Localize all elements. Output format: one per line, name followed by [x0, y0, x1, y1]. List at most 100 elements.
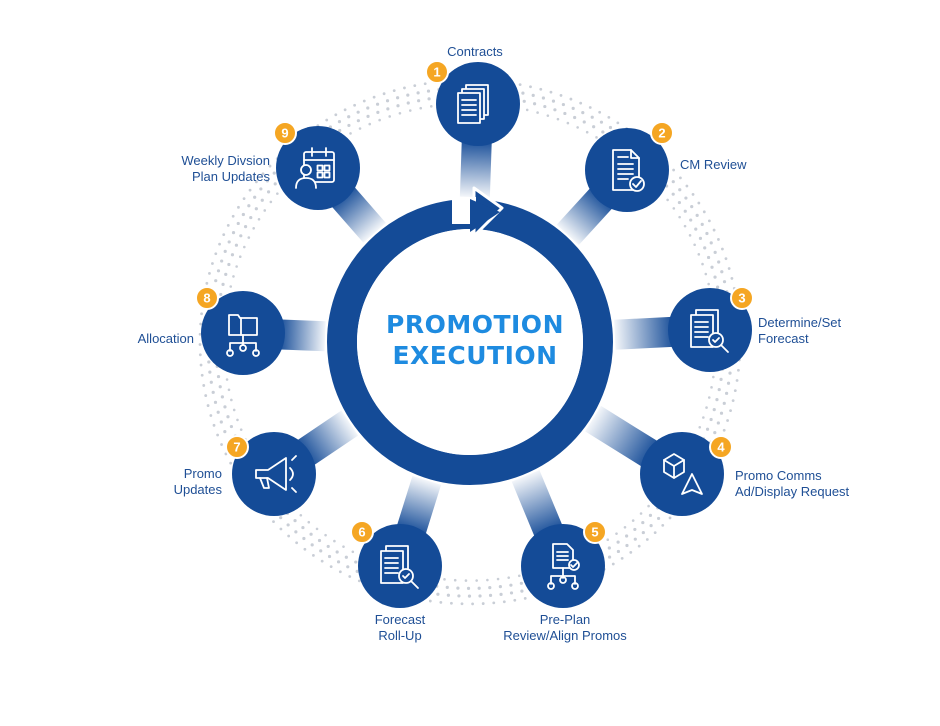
halo-dot	[592, 125, 596, 129]
halo-dot	[219, 292, 223, 297]
halo-dot	[522, 99, 526, 103]
halo-dot	[223, 430, 227, 434]
halo-dot	[218, 242, 221, 246]
halo-dot	[229, 461, 233, 465]
badge-number: 8	[203, 291, 210, 306]
halo-dot	[698, 236, 703, 240]
halo-dot	[671, 192, 675, 196]
halo-dot	[253, 195, 257, 199]
halo-dot	[272, 520, 275, 524]
step-label-line: Contracts	[447, 44, 503, 59]
halo-dot	[229, 424, 234, 429]
halo-dot	[362, 99, 366, 103]
calendar-user-icon	[295, 147, 335, 189]
halo-dot	[719, 411, 724, 415]
halo-dot	[724, 257, 728, 261]
halo-dot	[342, 545, 345, 548]
halo-dot	[372, 95, 376, 99]
step-node-7	[232, 432, 316, 516]
halo-dot	[204, 394, 208, 397]
badge-number: 1	[433, 65, 440, 80]
halo-dot	[716, 421, 720, 425]
halo-dot	[351, 550, 355, 554]
halo-dot	[216, 269, 221, 273]
halo-dot	[355, 569, 359, 573]
halo-dot	[536, 111, 539, 114]
halo-dot	[382, 92, 386, 96]
halo-dot	[623, 526, 627, 529]
halo-dot	[697, 253, 701, 256]
halo-dot	[688, 234, 692, 237]
step-label-line: Ad/Display Request	[735, 484, 850, 499]
halo-dot	[260, 198, 264, 202]
halo-dot	[358, 127, 362, 130]
step-badge-2: 2	[650, 121, 674, 145]
halo-dot	[616, 121, 620, 125]
halo-dot	[254, 180, 258, 184]
halo-dot	[571, 106, 575, 110]
halo-dot	[212, 423, 216, 427]
step-badge-3: 3	[730, 286, 754, 310]
halo-dot	[279, 516, 283, 520]
halo-dot	[488, 586, 492, 590]
connector-8	[280, 319, 326, 352]
step-label-line: Promo	[183, 466, 222, 481]
step-label-8: Allocation	[138, 331, 194, 347]
halo-dot	[641, 530, 645, 535]
halo-dot	[694, 227, 698, 231]
halo-dot	[423, 82, 427, 86]
halo-dot	[704, 272, 708, 276]
halo-dot	[661, 524, 665, 527]
center-title-line1: PROMOTION	[386, 310, 564, 339]
badge-circle	[195, 286, 219, 310]
halo-dot	[406, 93, 410, 97]
halo-dot	[315, 527, 319, 531]
halo-dot	[445, 585, 449, 589]
halo-dot	[221, 282, 225, 286]
halo-dot	[707, 282, 710, 286]
halo-dot	[717, 260, 721, 264]
badge-number: 7	[233, 440, 240, 455]
step-label-line: Determine/Set	[758, 315, 842, 330]
halo-dot	[324, 533, 327, 537]
document-check-icon	[612, 149, 645, 192]
halo-dot	[518, 83, 522, 87]
halo-dot	[697, 201, 701, 205]
halo-dot	[320, 559, 324, 563]
halo-dot	[307, 520, 311, 524]
halo-dot	[209, 380, 213, 384]
halo-dot	[249, 215, 253, 220]
step-label-1: Contracts	[375, 44, 575, 60]
halo-dot	[616, 540, 620, 544]
halo-dot	[450, 601, 453, 605]
halo-dot	[257, 217, 261, 221]
halo-dot	[502, 600, 506, 604]
halo-dot	[703, 246, 707, 250]
badge-circle	[225, 435, 249, 459]
halo-dot	[726, 381, 731, 385]
halo-dot	[719, 377, 723, 382]
halo-dot	[247, 236, 251, 239]
cycle-arrow	[470, 199, 500, 232]
halo-dot	[566, 121, 570, 125]
connector-7	[297, 410, 359, 466]
halo-dot	[293, 519, 297, 523]
halo-dot	[561, 102, 565, 107]
connector-5	[511, 470, 563, 537]
step-label-line: Roll-Up	[378, 628, 422, 643]
halo-dot	[396, 96, 400, 100]
halo-dot	[287, 534, 291, 538]
halo-dot	[717, 238, 720, 241]
halo-dot	[220, 259, 224, 263]
halo-dot	[223, 249, 227, 254]
halo-dot	[521, 91, 525, 95]
halo-dot	[219, 420, 223, 424]
halo-dot	[712, 228, 716, 232]
halo-dot	[556, 117, 560, 121]
halo-dot	[269, 200, 273, 204]
halo-dot	[690, 205, 694, 209]
step-node-5	[521, 524, 605, 608]
halo-dot	[679, 176, 682, 180]
halo-dot	[633, 537, 637, 541]
